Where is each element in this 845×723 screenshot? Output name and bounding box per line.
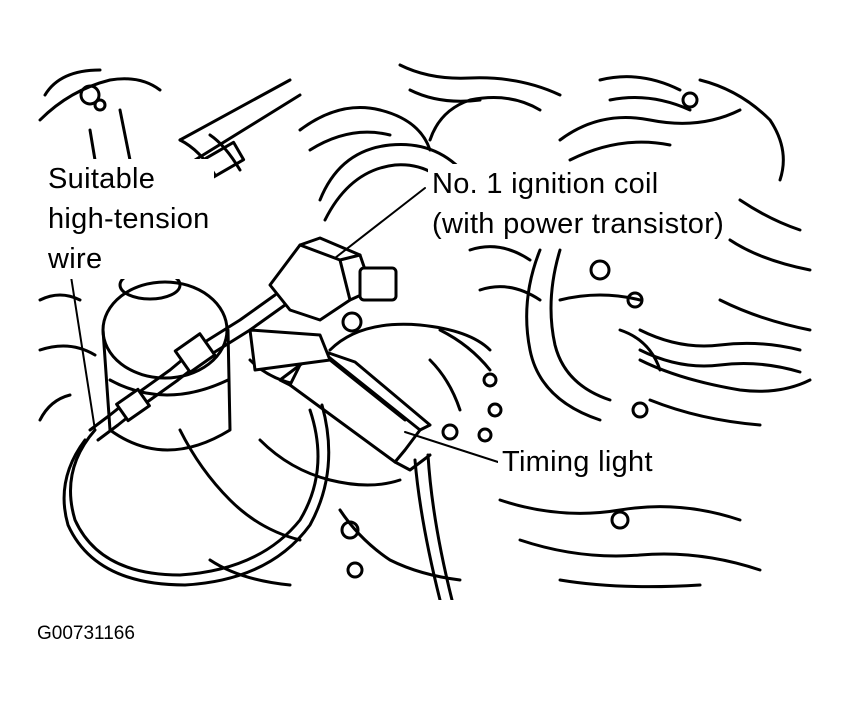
- timing-light-body: [278, 348, 432, 472]
- wire-label-line-1: Suitable: [48, 163, 156, 195]
- coil-label-line-1: No. 1 ignition coil: [432, 168, 659, 200]
- coil-label-line-2: (with power transistor): [432, 208, 725, 240]
- timing-light-label: Timing light: [498, 442, 657, 482]
- timing-light-label-text: Timing light: [502, 446, 653, 478]
- timing-light-leads: [62, 322, 492, 600]
- figure-code: G00731166: [37, 623, 135, 644]
- background-engine-lines: [38, 63, 812, 589]
- leader-lines: [69, 187, 499, 463]
- hoses: [178, 96, 802, 422]
- wire-label-line-3: wire: [48, 243, 103, 275]
- high-tension-wire: [88, 293, 287, 442]
- wire-label-line-2: high-tension: [48, 203, 210, 235]
- reservoir: [101, 269, 232, 452]
- ignition-coil: [248, 236, 398, 372]
- wire-label: Suitable high-tension wire: [46, 159, 214, 279]
- coil-label: No. 1 ignition coil (with power transist…: [428, 164, 729, 244]
